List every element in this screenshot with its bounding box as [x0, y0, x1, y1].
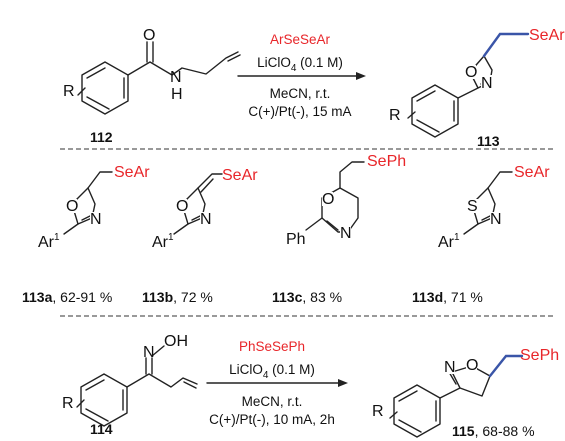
r-group: R — [372, 403, 384, 420]
thiazoline-nitrogen: N — [490, 211, 502, 228]
oxazoline-nitrogen: N — [200, 211, 212, 228]
example-113c-caption: 113c, 83 % — [272, 289, 342, 305]
example-113b-caption: 113b, 72 % — [142, 289, 213, 305]
example-113d-group: SeAr — [514, 164, 550, 181]
compound-112-label: 112 — [90, 129, 113, 145]
condition-electrolyte: LiClO4 (0.1 M) — [257, 55, 343, 74]
condition-current: C(+)/Pt(-), 10 mA, 2h — [209, 412, 335, 427]
reaction-1-conditions: ArSeSeAr LiClO4 (0.1 M) MeCN, r.t. C(+)/… — [237, 32, 366, 119]
example-113a-caption: 113a, 62-91 % — [22, 289, 112, 305]
oxazine-oxygen: O — [322, 191, 334, 208]
example-113c: O N SePh Ph 113c, 83 % — [272, 153, 406, 305]
oxazoline-oxygen: O — [465, 64, 477, 81]
compound-114: N OH R 114 — [62, 333, 198, 437]
r-group: R — [62, 395, 74, 412]
compound-113: O N SeAr R 113 — [389, 27, 565, 149]
example-113a-group: SeAr — [114, 164, 150, 181]
aryl-group: Ar1 — [152, 232, 174, 251]
condition-solvent: MeCN, r.t. — [270, 86, 331, 101]
carbonyl-oxygen: O — [143, 27, 155, 44]
compound-114-label: 114 — [90, 421, 113, 437]
condition-current: C(+)/Pt(-), 15 mA — [248, 104, 351, 119]
reaction-arrow-head — [338, 379, 348, 387]
oxazoline-nitrogen: N — [481, 75, 493, 92]
example-113b-group: SeAr — [222, 167, 258, 184]
oxazoline-oxygen: O — [66, 198, 78, 215]
isoxazoline-oxygen: O — [466, 357, 478, 374]
oxazoline-nitrogen: N — [90, 211, 102, 228]
product-113-group: SeAr — [529, 27, 565, 44]
condition-solvent: MeCN, r.t. — [242, 394, 303, 409]
reaction-2-conditions: PhSeSePh LiClO4 (0.1 M) MeCN, r.t. C(+)/… — [206, 339, 348, 427]
reagent-phsesephph: PhSeSePh — [239, 339, 305, 354]
oxime-nitrogen: N — [143, 344, 155, 361]
oxazine-nitrogen: N — [340, 225, 352, 242]
r-group: R — [389, 107, 401, 124]
example-113c-group: SePh — [367, 153, 406, 170]
compound-115-caption: 115, 68-88 % — [452, 423, 535, 439]
oxazoline-oxygen: O — [176, 198, 188, 215]
example-113b: O N SeAr Ar1 113b, 72 % — [142, 167, 258, 305]
phenyl-group: Ph — [286, 231, 306, 248]
oxime-hydroxyl: OH — [164, 333, 188, 350]
amide-nitrogen: N — [170, 69, 182, 86]
example-113d-caption: 113d, 71 % — [412, 289, 483, 305]
reagent-arsesear: ArSeSeAr — [270, 32, 331, 47]
example-113d: S N SeAr Ar1 113d, 71 % — [412, 164, 550, 305]
r-group: R — [63, 83, 75, 100]
example-113a: O N SeAr Ar1 113a, 62-91 % — [22, 164, 150, 305]
compound-112: O N H R 112 — [63, 27, 241, 145]
aryl-group: Ar1 — [38, 232, 60, 251]
product-115-group: SePh — [520, 347, 559, 364]
amide-hydrogen: H — [171, 86, 183, 103]
thiazoline-sulfur: S — [467, 198, 478, 215]
condition-electrolyte: LiClO4 (0.1 M) — [229, 362, 315, 381]
reaction-arrow-head — [356, 72, 366, 80]
aryl-group: Ar1 — [438, 232, 460, 251]
compound-115: N O SePh R 115, 68-88 % — [372, 347, 559, 439]
isoxazoline-nitrogen: N — [444, 359, 456, 376]
compound-113-label: 113 — [477, 133, 500, 149]
